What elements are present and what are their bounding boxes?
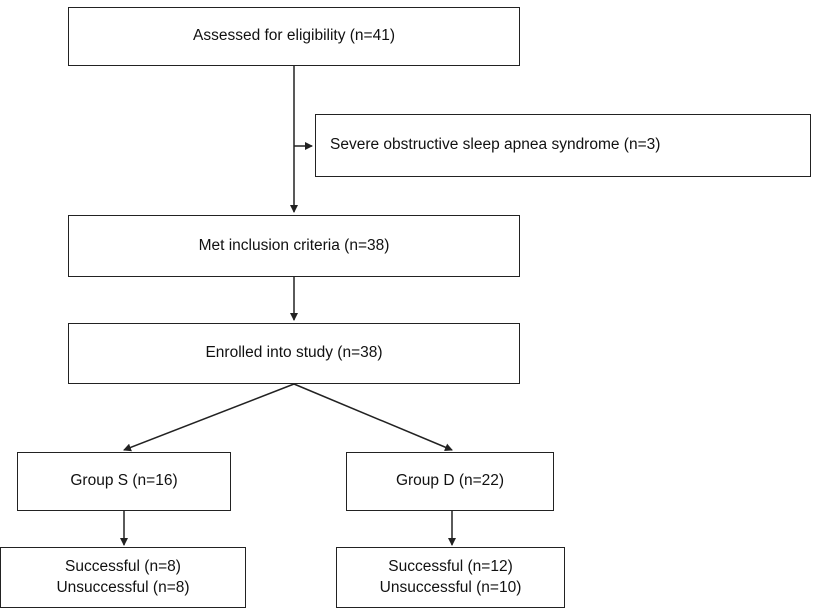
met-criteria-label: Met inclusion criteria (n=38) — [198, 236, 390, 254]
excluded-label: Severe obstructive sleep apnea syndrome … — [330, 136, 661, 154]
met-criteria-box: Met inclusion criteria (n=38) — [68, 215, 520, 277]
group-s-successful: Successful (n=8) — [65, 558, 181, 576]
group-s-outcomes-box: Successful (n=8) Unsuccessful (n=8) — [0, 547, 246, 608]
assessed-box: Assessed for eligibility (n=41) — [68, 7, 520, 66]
group-s-label: Group S (n=16) — [70, 472, 178, 490]
group-d-outcomes-box: Successful (n=12) Unsuccessful (n=10) — [336, 547, 565, 608]
group-d-unsuccessful: Unsuccessful (n=10) — [379, 578, 522, 596]
group-d-label: Group D (n=22) — [395, 472, 505, 490]
excluded-box: Severe obstructive sleep apnea syndrome … — [315, 114, 811, 177]
group-d-box: Group D (n=22) — [346, 452, 554, 511]
enrolled-label: Enrolled into study (n=38) — [205, 344, 383, 362]
group-s-box: Group S (n=16) — [17, 452, 231, 511]
arrow-enrolled-to-group-d — [293, 383, 453, 451]
arrow-enrolled-to-group-s — [123, 383, 295, 452]
group-s-unsuccessful: Unsuccessful (n=8) — [56, 578, 190, 596]
assessed-label: Assessed for eligibility (n=41) — [192, 27, 396, 45]
group-d-successful: Successful (n=12) — [388, 558, 513, 576]
enrolled-box: Enrolled into study (n=38) — [68, 323, 520, 384]
